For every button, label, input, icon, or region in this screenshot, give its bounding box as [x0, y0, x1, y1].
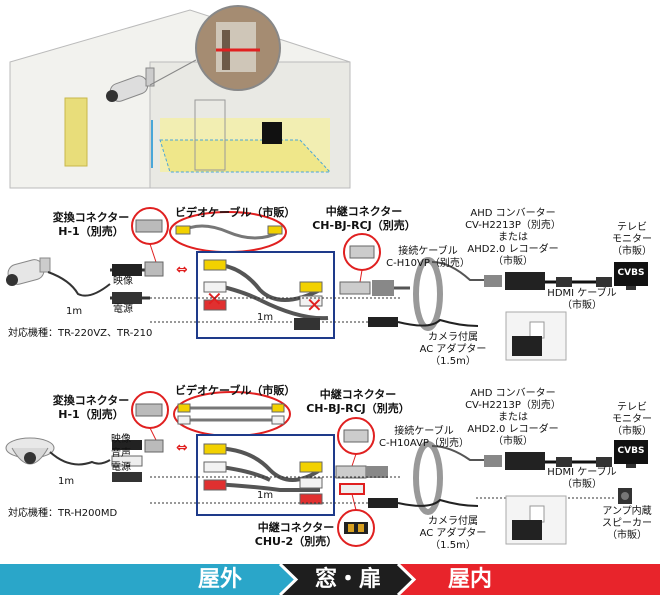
- bottom-power-port: 電源: [111, 462, 131, 473]
- bottom-relay-model: CH-BJ-RCJ（別売）: [306, 402, 410, 415]
- bottom-ahd-line1: AHD コンバーター: [470, 388, 556, 399]
- dome-camera-icon: [5, 437, 55, 465]
- top-ahd-line4: AHD2.0 レコーダー: [467, 244, 559, 255]
- bottom-connect-cable-label: 接続ケーブル: [394, 426, 454, 437]
- svg-text:⇔: ⇔: [176, 262, 188, 278]
- door-icon: [64, 97, 88, 167]
- banner-indoor: 屋内: [447, 567, 492, 592]
- tv-monitor-icon: [614, 440, 648, 464]
- bottom-relay2-model: CHU-2（別売）: [254, 535, 338, 548]
- banner-background: [0, 564, 660, 595]
- top-connect-cable-model: C-H10VP（別売）: [386, 258, 470, 269]
- top-video-port: 映像: [113, 276, 133, 287]
- x-mark-icon: ✕: [306, 293, 323, 317]
- top-tv-line3: （市販）: [612, 246, 652, 257]
- bottom-compatible-models: 対応機種：TR-H200MD: [8, 508, 118, 519]
- ahd-converter-icon: [505, 452, 545, 470]
- top-converter-model: H-1（別売）: [58, 225, 124, 238]
- bottom-ahd-line3: または: [498, 412, 528, 423]
- relay-connector-icon: [339, 281, 371, 295]
- h1-connector-icon: [144, 261, 164, 277]
- power-plug-icon: [112, 292, 142, 304]
- banner-outdoor: 屋外: [197, 567, 242, 592]
- bottom-speaker-line3: （市販）: [607, 530, 647, 541]
- top-system: ⇔ ✕ ✕: [6, 207, 648, 361]
- bottom-ahd-line4: AHD2.0 レコーダー: [467, 424, 559, 435]
- bottom-audio-port: 音声: [111, 448, 131, 459]
- banner-window-door: 窓・扉: [314, 567, 381, 592]
- bottom-adapter-line2: AC アダプター: [419, 528, 487, 539]
- x-mark-icon: ✕: [206, 287, 223, 311]
- bottom-video-cable-label: ビデオケーブル（市販）: [175, 384, 296, 397]
- top-tv-line1: テレビ: [617, 222, 647, 233]
- top-compatible-models: 対応機種：TR-220VZ、TR-210: [8, 328, 153, 339]
- tv-monitor-icon: [614, 262, 648, 286]
- bottom-cvbs-label: CVBS: [617, 446, 645, 456]
- cable-coil-icon: [413, 257, 443, 331]
- top-relay-label: 中継コネクター: [325, 205, 403, 218]
- top-hdmi-line1: HDMI ケーブル: [547, 288, 617, 299]
- bottom-tv-line1: テレビ: [617, 402, 647, 413]
- bottom-converter-model: H-1（別売）: [58, 408, 124, 421]
- top-video-cable-label: ビデオケーブル（市販）: [175, 206, 296, 219]
- ac-adapter-icon: [512, 336, 542, 356]
- video-plug-icon: [112, 264, 142, 276]
- location-banner: 屋外 窓・扉 屋内: [0, 564, 660, 595]
- top-adapter-line3: （1.5m）: [430, 356, 476, 367]
- bottom-adapter-line3: （1.5m）: [430, 540, 476, 551]
- bottom-connect-cable-model: C-H10AVP（別売）: [379, 438, 469, 449]
- bottom-ahd-line2: CV-H2213P（別売）: [465, 400, 561, 411]
- bottom-tv-line3: （市販）: [612, 426, 652, 437]
- bottom-speaker-line2: スピーカー: [602, 518, 652, 529]
- bottom-length: 1m: [58, 476, 75, 487]
- bottom-adapter-line1: カメラ付属: [428, 516, 478, 527]
- top-ahd-line2: CV-H2213P（別売）: [465, 220, 561, 231]
- ac-adapter-icon: [512, 520, 542, 540]
- svg-text:⇔: ⇔: [176, 440, 188, 456]
- monitor-box-icon: [262, 122, 282, 144]
- top-cvbs-label: CVBS: [617, 268, 645, 278]
- bottom-hdmi-line1: HDMI ケーブル: [547, 467, 617, 478]
- bottom-relay2-label: 中継コネクター: [257, 521, 335, 534]
- top-length2: 1m: [257, 312, 274, 323]
- bottom-relay-label: 中継コネクター: [319, 388, 397, 401]
- wiring-diagram: ⇔ ✕ ✕: [5, 5, 648, 547]
- cable-coil-icon: [413, 441, 443, 515]
- top-length: 1m: [66, 306, 83, 317]
- top-power-port: 電源: [113, 304, 133, 315]
- top-hdmi-line2: （市販）: [562, 300, 602, 311]
- bullet-camera-icon: [106, 67, 155, 102]
- top-relay-model: CH-BJ-RCJ（別売）: [312, 219, 416, 232]
- bottom-speaker-line1: アンプ内蔵: [602, 506, 652, 517]
- top-camera-icon: [6, 257, 51, 286]
- house-illustration: [9, 5, 351, 189]
- top-converter-label: 変換コネクター: [52, 211, 130, 224]
- video-cable-zoom: [173, 391, 291, 437]
- bottom-tv-line2: モニター: [612, 414, 652, 425]
- top-adapter-line2: AC アダプター: [419, 344, 487, 355]
- bottom-ahd-line5: （市販）: [493, 436, 533, 447]
- top-tv-line2: モニター: [612, 234, 652, 245]
- ahd-converter-icon: [505, 272, 545, 290]
- bottom-hdmi-line2: （市販）: [562, 479, 602, 490]
- bottom-length2: 1m: [257, 490, 274, 501]
- h1-connector-icon: [144, 439, 164, 453]
- top-connect-cable-label: 接続ケーブル: [398, 246, 458, 257]
- bottom-converter-label: 変換コネクター: [52, 394, 130, 407]
- top-ahd-line1: AHD コンバーター: [470, 208, 556, 219]
- bottom-system: ⇔: [5, 391, 648, 547]
- top-ahd-line3: または: [498, 232, 528, 243]
- top-ahd-line5: （市販）: [493, 256, 533, 267]
- bottom-video-port: 映像: [111, 434, 131, 445]
- top-adapter-line1: カメラ付属: [428, 332, 478, 343]
- relay-connector-icon: [335, 465, 367, 479]
